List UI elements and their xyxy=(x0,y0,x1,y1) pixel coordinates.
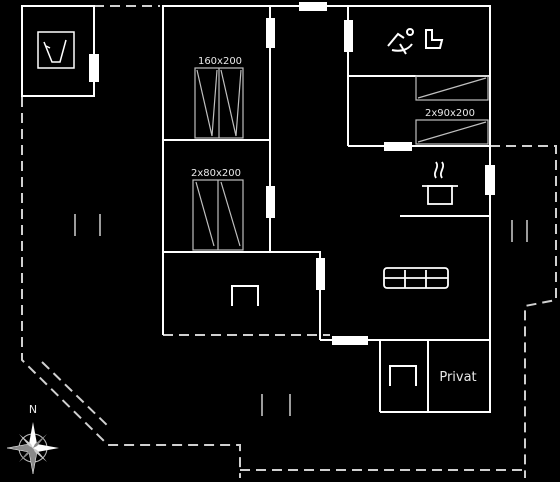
cooking-pot-icon xyxy=(422,161,458,205)
utility-fixture-icon xyxy=(37,31,75,69)
bed-double xyxy=(194,67,244,139)
wall-living-south xyxy=(320,339,381,412)
doors xyxy=(89,2,495,345)
terrace-boundary-west xyxy=(21,97,241,478)
door-east xyxy=(485,165,495,195)
door-south-room xyxy=(316,258,325,290)
terrace-chairs xyxy=(74,214,528,416)
door-utility xyxy=(89,54,99,82)
terrace-boundary-east xyxy=(490,145,557,478)
wood-stove-icon xyxy=(231,285,417,386)
bed-twin xyxy=(192,179,244,251)
bathroom-fixtures-icon xyxy=(387,28,444,55)
wall-utility-room xyxy=(21,5,95,97)
door-top-entry xyxy=(299,2,327,11)
bed-right xyxy=(415,75,489,145)
terrace-outline xyxy=(21,5,557,478)
private-room-label: Privat xyxy=(439,370,476,385)
door-south-entry xyxy=(332,336,368,345)
terrace-boundary-sw xyxy=(41,361,111,429)
compass-north-label: N xyxy=(29,403,37,416)
bed-right-label: 2x90x200 xyxy=(425,108,475,119)
bed-double-label: 160x200 xyxy=(198,56,242,67)
compass-rose-icon xyxy=(6,422,59,475)
sofa-icon xyxy=(383,267,449,289)
door-bedroom-right xyxy=(384,142,412,151)
bed-twin-label: 2x80x200 xyxy=(191,168,241,179)
door-bedroom-top xyxy=(266,18,275,48)
wall-bed-divider-bottom xyxy=(163,251,321,340)
door-bathroom xyxy=(344,20,353,52)
door-bedroom-mid xyxy=(266,186,275,218)
wall-private xyxy=(380,339,491,413)
